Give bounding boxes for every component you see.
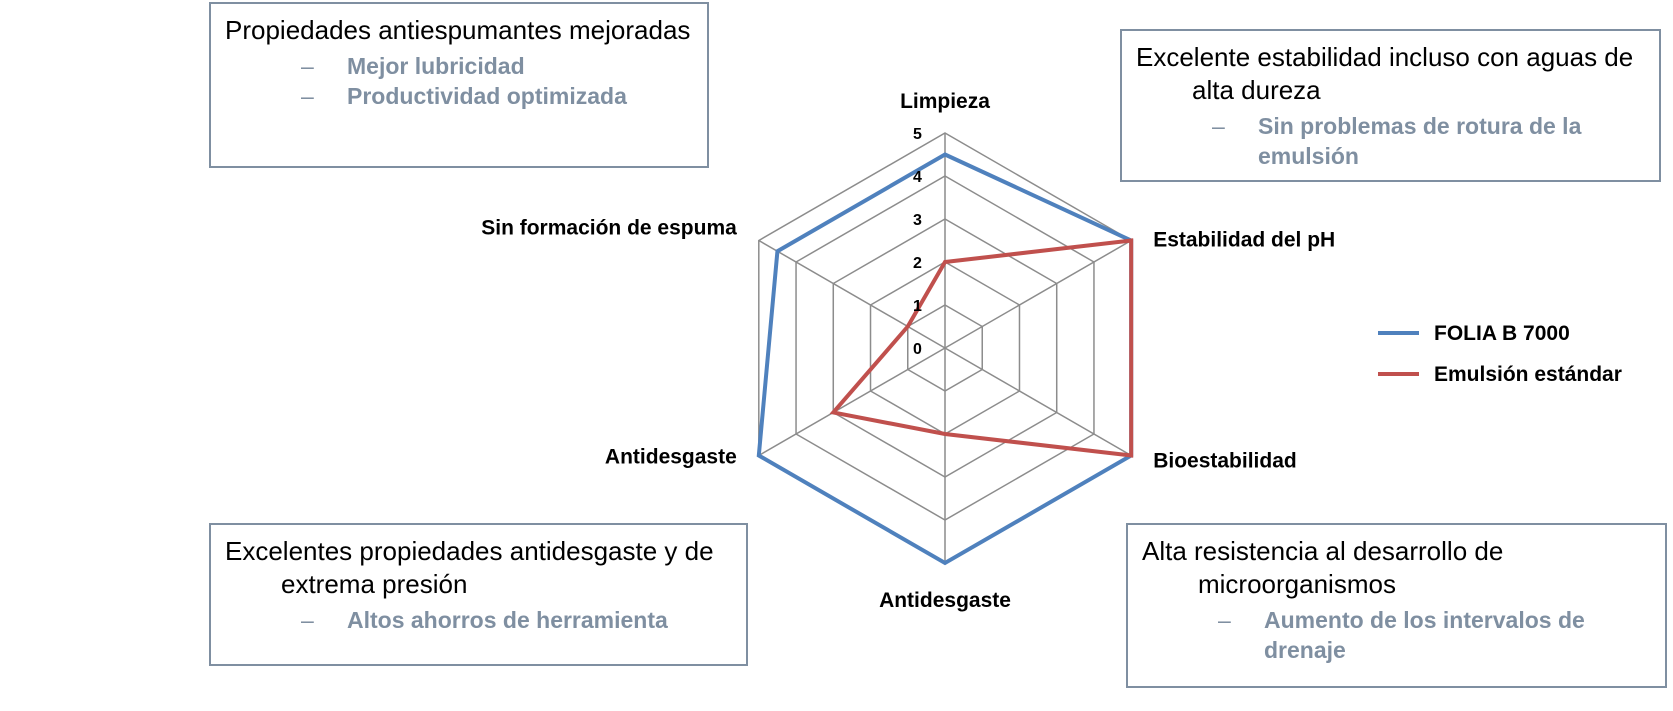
tick-label: 1: [913, 298, 922, 315]
series-line: [829, 238, 1134, 458]
callout-bullet-text: Productividad optimizada: [347, 83, 627, 109]
grid-spoke: [758, 347, 946, 457]
axis-label: Bioestabilidad: [1153, 450, 1297, 473]
callout-bullet-list: – Sin problemas de rotura de la emulsión: [1136, 111, 1645, 171]
callout-bullet-list: – Altos ahorros de herramienta: [225, 605, 732, 635]
bullet-dash-icon: –: [301, 607, 314, 633]
callout-bullet: – Sin problemas de rotura de la emulsión: [1136, 111, 1645, 171]
callout-antiespumantes: Propiedades antiespumantes mejoradas – Me…: [209, 2, 709, 168]
tick-label: 3: [913, 212, 922, 229]
radar-grid: [758, 132, 1132, 564]
bullet-dash-icon: –: [301, 83, 314, 109]
axis-label: Sin formación de espuma: [481, 217, 737, 240]
bullet-dash-icon: –: [1218, 607, 1231, 633]
tick-label: 5: [913, 126, 922, 143]
callout-antidesgaste: Excelentes propiedades antidesgaste y de…: [209, 523, 748, 666]
callout-heading: Propiedades antiespumantes mejoradas: [225, 15, 691, 45]
bullet-dash-icon: –: [1212, 113, 1225, 139]
axis-label: Estabilidad del pH: [1153, 229, 1335, 252]
legend-label: Emulsión estándar: [1434, 363, 1622, 386]
callout-bullet: – Aumento de los intervalos de drenaje: [1142, 605, 1651, 665]
grid-spoke: [944, 239, 1132, 349]
callout-bullet: – Mejor lubricidad: [225, 51, 693, 81]
axis-label: Limpieza: [900, 90, 990, 113]
callout-bullet: – Altos ahorros de herramienta: [225, 605, 732, 635]
tick-label: 0: [913, 341, 922, 358]
callout-heading: Alta resistencia al desarrollo de microo…: [1142, 536, 1504, 599]
callout-bullet-list: – Mejor lubricidad – Productividad optimiz…: [225, 51, 693, 111]
legend-label: FOLIA B 7000: [1434, 322, 1570, 345]
callout-microorganismos: Alta resistencia al desarrollo de microo…: [1126, 523, 1667, 688]
grid-spoke: [944, 347, 1132, 457]
tick-label: 4: [913, 169, 922, 186]
callout-heading: Excelente estabilidad incluso con aguas …: [1136, 42, 1634, 105]
callout-estabilidad: Excelente estabilidad incluso con aguas …: [1120, 29, 1661, 182]
callout-bullet-list: – Aumento de los intervalos de drenaje: [1142, 605, 1651, 665]
axis-label: Antidesgaste: [879, 589, 1011, 612]
callout-bullet-text: Sin problemas de rotura de la emulsión: [1258, 113, 1582, 169]
bullet-dash-icon: –: [301, 53, 314, 79]
radar-series: [756, 152, 1134, 566]
tick-label: 2: [913, 255, 922, 272]
callout-heading: Excelentes propiedades antidesgaste y de…: [225, 536, 714, 599]
radar-tick-labels: 0 1 2 3 4 5: [913, 126, 922, 358]
callout-bullet: – Productividad optimizada: [225, 81, 693, 111]
grid-spoke: [758, 239, 946, 349]
callout-bullet-text: Altos ahorros de herramienta: [347, 607, 668, 633]
callout-bullet-text: Aumento de los intervalos de drenaje: [1264, 607, 1585, 663]
callout-bullet-text: Mejor lubricidad: [347, 53, 525, 79]
axis-label: Antidesgaste: [605, 446, 737, 469]
